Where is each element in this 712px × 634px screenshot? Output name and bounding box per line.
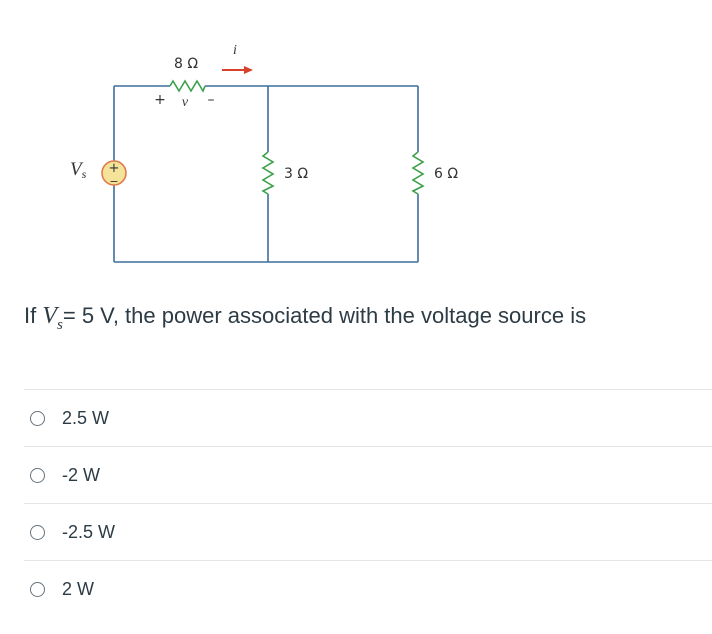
answer-divider (24, 446, 712, 447)
answer-label: -2.5 W (62, 522, 116, 542)
question-text: If Vs= 5 V, the power associated with th… (24, 303, 586, 334)
r1-label: 8 Ω (174, 56, 198, 72)
v-plus: + (154, 92, 166, 108)
answer-option[interactable]: -2.5 W (30, 522, 115, 543)
current-arrow-icon (222, 66, 253, 74)
resistor-3ohm (261, 151, 275, 195)
answer-divider (24, 503, 712, 504)
answer-option[interactable]: 2 W (30, 579, 94, 600)
v-label: v (182, 95, 189, 110)
question-prefix: If (24, 303, 43, 328)
circuit-wires (113, 85, 419, 263)
radio-button[interactable] (30, 411, 45, 426)
answer-option[interactable]: 2.5 W (30, 408, 109, 429)
v-minus: – (208, 92, 215, 108)
question-variable: Vs (42, 303, 63, 333)
question-suffix: = 5 V, the power associated with the vol… (62, 303, 587, 328)
source-plus: + (109, 161, 120, 176)
resistor-8ohm (169, 79, 206, 93)
resistor-6ohm (411, 151, 425, 195)
source-minus: − (109, 175, 118, 188)
answer-option[interactable]: -2 W (30, 465, 100, 486)
answer-divider (24, 389, 712, 390)
current-label: i (233, 43, 237, 58)
radio-button[interactable] (30, 468, 45, 483)
circuit-diagram: + − Vs 8 Ω 3 Ω 6 Ω + v – i (70, 43, 458, 263)
radio-button[interactable] (30, 525, 45, 540)
answer-divider (24, 560, 712, 561)
answer-label: 2.5 W (62, 408, 110, 428)
r3-label: 6 Ω (434, 166, 458, 182)
answer-label: -2 W (62, 465, 100, 485)
r2-label: 3 Ω (284, 166, 308, 182)
source-label: Vs (70, 159, 87, 181)
voltage-source: + − (101, 160, 127, 188)
radio-button[interactable] (30, 582, 45, 597)
answer-label: 2 W (62, 579, 95, 599)
